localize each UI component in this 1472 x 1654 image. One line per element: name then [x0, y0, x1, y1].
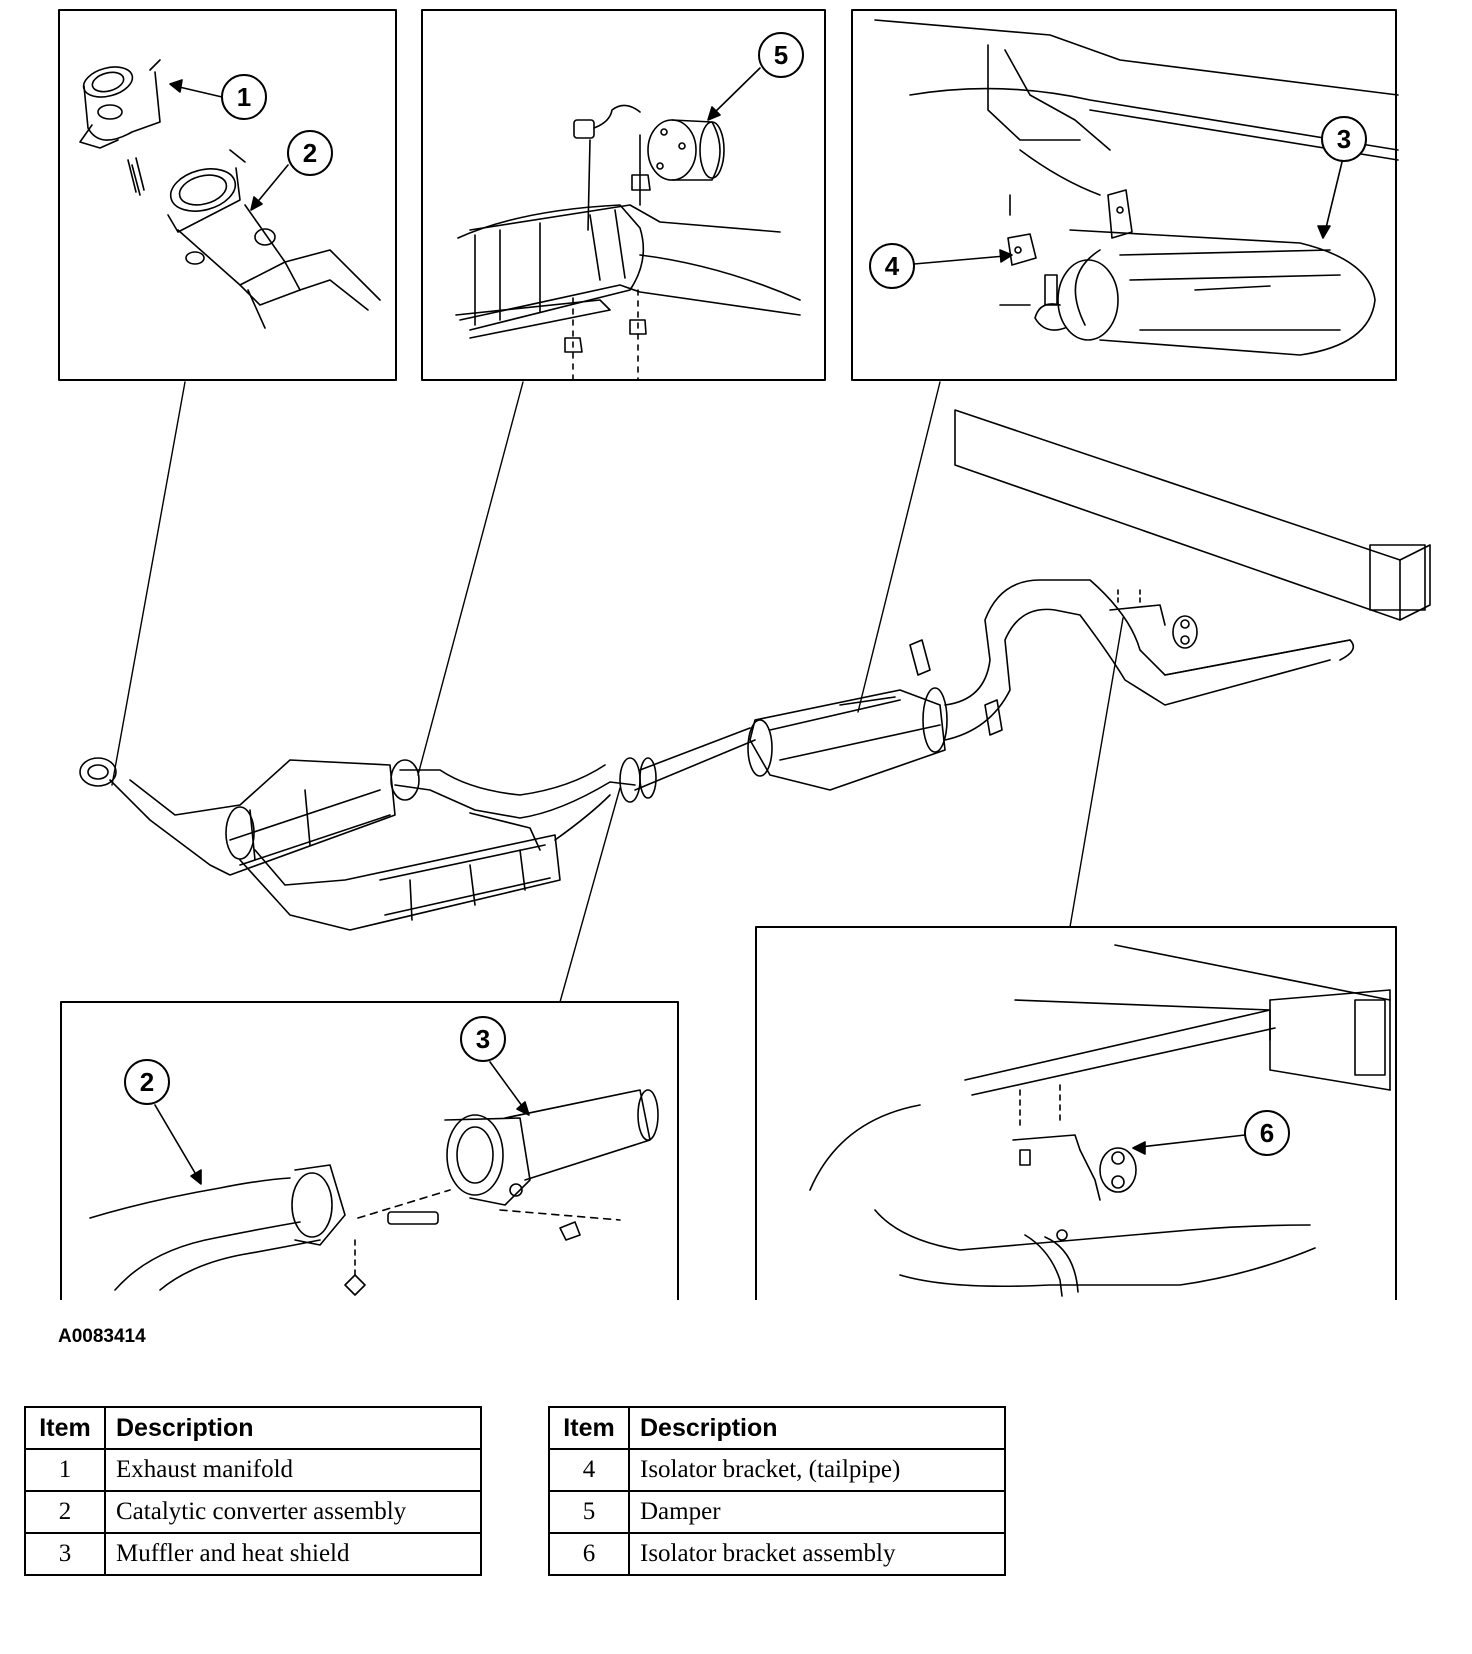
manifold-detail-drawing: [79, 59, 381, 329]
isolator-bracket-detail-drawing: [809, 944, 1391, 1297]
exhaust-system-diagram: 1 2 5 3 4 2 3 6: [58, 9, 1431, 1300]
detail-panel-muffler: [851, 9, 1397, 381]
table-row: 2 Catalytic converter assembly: [24, 1490, 482, 1534]
callout-4-label: 4: [885, 251, 900, 281]
item-description: Catalytic converter assembly: [104, 1490, 482, 1534]
pipe-joint-detail-drawing: [89, 1089, 659, 1296]
callout-3-top: 3: [1317, 116, 1367, 239]
callout-2-bottom-label: 2: [140, 1067, 154, 1097]
item-description: Exhaust manifold: [104, 1448, 482, 1492]
legend-header-row: Item Description: [24, 1406, 482, 1450]
detail-panel-manifold: [58, 9, 397, 381]
callout-5-label: 5: [774, 40, 788, 70]
header-description: Description: [628, 1406, 1006, 1450]
callout-6: 6: [1132, 1110, 1290, 1156]
muffler-detail-drawing: [874, 19, 1399, 356]
callout-2-top-label: 2: [303, 138, 317, 168]
damper-detail-drawing: [455, 104, 801, 381]
item-number: 2: [24, 1490, 106, 1534]
table-row: 1 Exhaust manifold: [24, 1448, 482, 1492]
item-description: Damper: [628, 1490, 1006, 1534]
detail-panel-damper: [421, 9, 826, 381]
callout-3-bottom-label: 3: [476, 1024, 490, 1054]
callout-6-label: 6: [1260, 1118, 1274, 1148]
main-exhaust-assembly: [79, 409, 1431, 931]
table-row: 6 Isolator bracket assembly: [548, 1532, 1006, 1576]
table-row: 4 Isolator bracket, (tailpipe): [548, 1448, 1006, 1492]
legend-header-row: Item Description: [548, 1406, 1006, 1450]
detail-panel-isolator: [755, 926, 1397, 1300]
item-description: Muffler and heat shield: [104, 1532, 482, 1576]
item-description: Isolator bracket assembly: [628, 1532, 1006, 1576]
item-description: Isolator bracket, (tailpipe): [628, 1448, 1006, 1492]
item-number: 6: [548, 1532, 630, 1576]
callout-1-label: 1: [237, 82, 251, 112]
table-row: 3 Muffler and heat shield: [24, 1532, 482, 1576]
item-number: 1: [24, 1448, 106, 1492]
callout-3-bottom: 3: [460, 1016, 530, 1116]
header-item: Item: [24, 1406, 106, 1450]
callout-3-top-label: 3: [1337, 124, 1351, 154]
legend-table-left: Item Description 1 Exhaust manifold 2 Ca…: [24, 1406, 482, 1576]
item-number: 3: [24, 1532, 106, 1576]
header-description: Description: [104, 1406, 482, 1450]
callout-4: 4: [869, 243, 1013, 289]
leader-lines: [111, 381, 1124, 1003]
callout-1: 1: [169, 74, 267, 120]
callout-2-bottom: 2: [124, 1059, 202, 1185]
item-number: 5: [548, 1490, 630, 1534]
table-row: 5 Damper: [548, 1490, 1006, 1534]
legend-table-right: Item Description 4 Isolator bracket, (ta…: [548, 1406, 1006, 1576]
callout-2-top: 2: [250, 130, 333, 211]
item-number: 4: [548, 1448, 630, 1492]
callout-5: 5: [707, 32, 804, 121]
figure-id: A0083414: [58, 1326, 146, 1347]
header-item: Item: [548, 1406, 630, 1450]
detail-panel-joint: [60, 1001, 679, 1300]
